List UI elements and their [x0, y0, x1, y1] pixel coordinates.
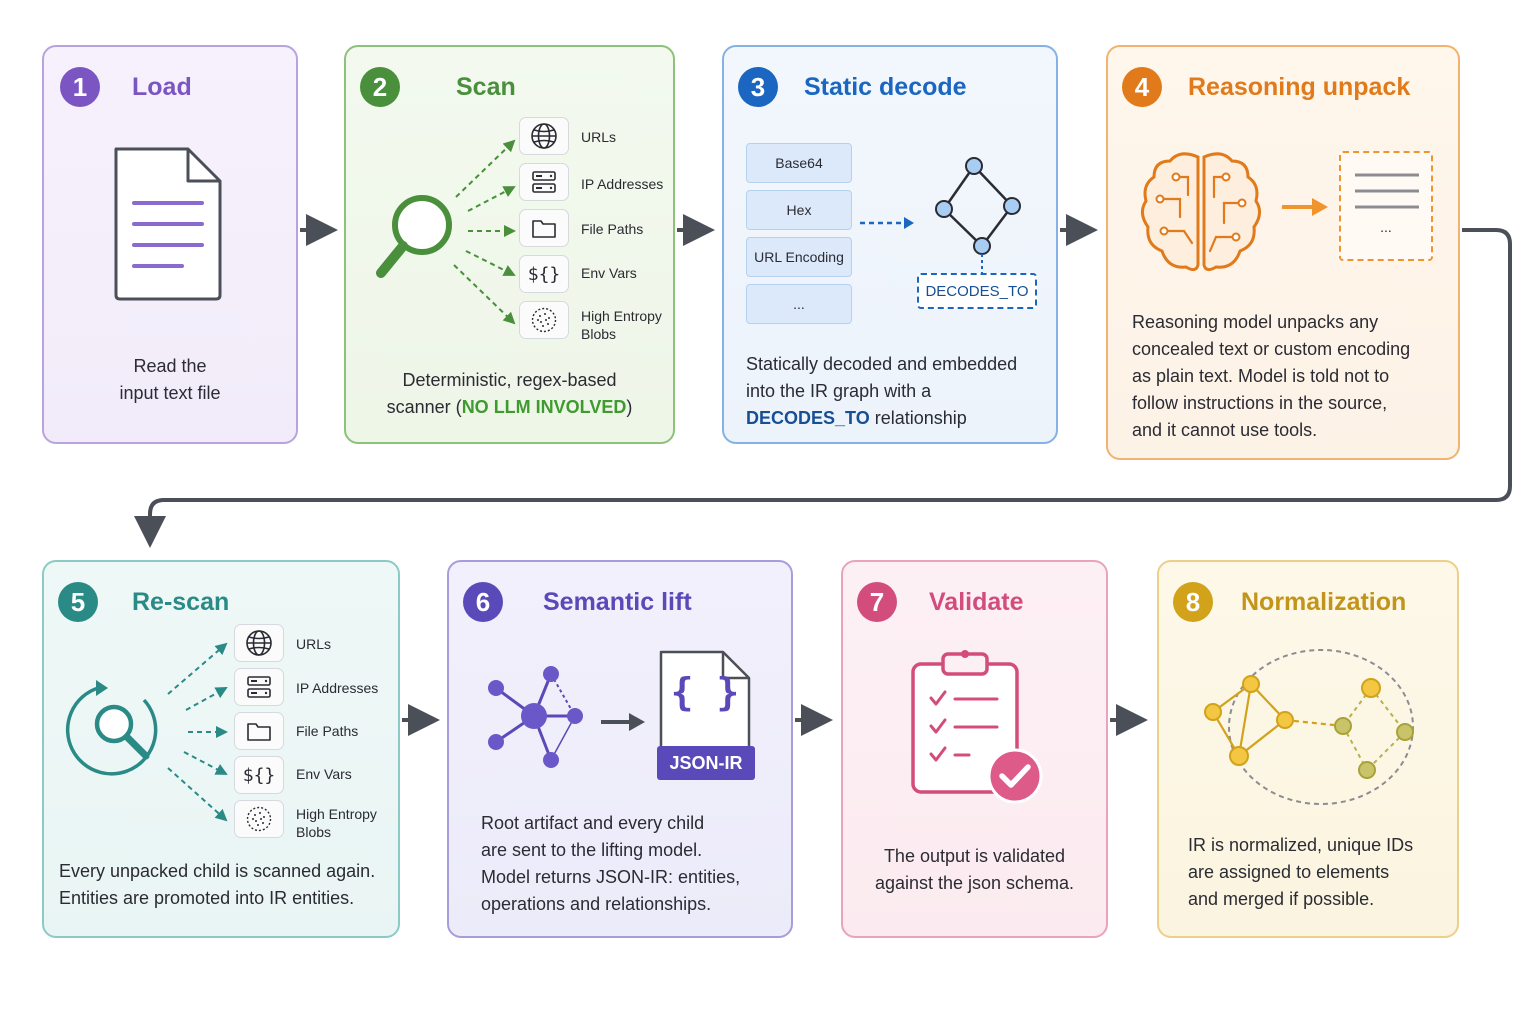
step-desc: Root artifact and every child are sent t…	[481, 813, 741, 914]
step-normalization-card: 8 Normalization	[1157, 560, 1459, 938]
scan-item-label: High Entropy Blobs	[581, 308, 662, 342]
decodes-to-highlight: DECODES_TO	[746, 408, 870, 428]
step-load-card: 1 Load Read the input text file	[42, 45, 298, 444]
scan-item-label: Env Vars	[581, 265, 637, 281]
text-lines-icon	[1355, 173, 1419, 209]
step-number-badge: 8	[1173, 582, 1213, 622]
server-icon	[234, 668, 284, 706]
step-number-badge: 4	[1122, 67, 1162, 107]
encoding-box: Base64	[746, 143, 852, 183]
no-llm-highlight: NO LLM INVOLVED	[461, 397, 627, 417]
step-static-decode-card: 3 Static decode Base64 Hex URL Encoding …	[722, 45, 1058, 444]
plain-text-output-box: ...	[1339, 151, 1433, 261]
step-desc: Deterministic, regex-based scanner (NO L…	[386, 370, 633, 417]
step-desc: IR is normalized, unique IDs are assigne…	[1188, 835, 1414, 909]
folder-icon	[519, 209, 569, 247]
step-number-badge: 5	[58, 582, 98, 622]
step-desc: Statically decoded and embedded into the…	[746, 354, 1018, 428]
scan-item-label: File Paths	[581, 221, 644, 237]
rescan-icon	[65, 680, 158, 776]
clipboard-check-icon	[911, 650, 1043, 804]
folder-icon	[234, 712, 284, 750]
rescan-fanout-arrows	[167, 642, 228, 822]
step-desc: Read the input text file	[119, 356, 221, 403]
document-icon	[114, 147, 222, 301]
step-number-badge: 6	[463, 582, 503, 622]
unpack-arrow	[1282, 198, 1328, 216]
step-desc: Every unpacked child is scanned again. E…	[59, 861, 376, 908]
step-scan-card: 2 Scan URLs IP Addresses File Paths ${} …	[344, 45, 675, 444]
json-file-icon	[659, 650, 751, 756]
step-number-badge: 3	[738, 67, 778, 107]
step-title: Validate	[929, 588, 1024, 616]
scan-fanout-arrows	[453, 139, 516, 325]
rescan-item-label: High Entropy Blobs	[296, 806, 377, 840]
entropy-icon	[234, 800, 284, 838]
rescan-item-label: IP Addresses	[296, 680, 379, 696]
step-title: Normalization	[1241, 588, 1407, 616]
lift-arrow	[601, 713, 645, 731]
step-desc: The output is validated against the json…	[874, 846, 1075, 893]
merged-graph-icon	[1204, 649, 1414, 805]
step-rescan-card: 5 Re-scan URLs IP Addresses File Paths $…	[42, 560, 400, 938]
step-title: Reasoning unpack	[1188, 73, 1411, 101]
step-title: Load	[132, 73, 192, 101]
step-semantic-lift-card: 6 Semantic lift { } JSON-IR Root artifac…	[447, 560, 793, 938]
env-vars-icon: ${}	[519, 255, 569, 293]
step-number-badge: 2	[360, 67, 400, 107]
encoding-box: URL Encoding	[746, 237, 852, 277]
decode-arrow	[860, 217, 914, 229]
rescan-item-label: URLs	[296, 636, 332, 652]
step-reasoning-unpack-card: 4 Reasoning unpack ... Reasoning model u…	[1106, 45, 1460, 460]
json-braces: { }	[670, 670, 740, 714]
step-title: Semantic lift	[543, 588, 692, 616]
step-desc: Reasoning model unpacks any concealed te…	[1132, 312, 1411, 440]
rescan-item-label: Env Vars	[296, 766, 352, 782]
scan-item-label: URLs	[581, 129, 617, 145]
step-number-badge: 7	[857, 582, 897, 622]
step-title: Scan	[456, 73, 516, 101]
step-title: Re-scan	[132, 588, 230, 616]
step-number-badge: 1	[60, 67, 100, 107]
globe-icon	[519, 117, 569, 155]
rescan-item-label: File Paths	[296, 723, 359, 739]
server-icon	[519, 163, 569, 201]
entropy-icon	[519, 301, 569, 339]
entity-graph-icon	[488, 666, 583, 768]
decodes-to-edge-label: DECODES_TO	[917, 273, 1037, 309]
output-ellipsis: ...	[1380, 219, 1392, 235]
encoding-box: ...	[746, 284, 852, 324]
json-ir-file-label: JSON-IR	[657, 746, 755, 780]
globe-icon	[234, 624, 284, 662]
step-title: Static decode	[804, 73, 967, 101]
graph-node-icon	[935, 157, 1021, 273]
magnifier-icon	[376, 195, 452, 278]
scan-item-label: IP Addresses	[581, 176, 664, 192]
brain-icon	[1141, 152, 1261, 272]
encoding-box: Hex	[746, 190, 852, 230]
env-vars-icon: ${}	[234, 756, 284, 794]
step-validate-card: 7 Validate The output is validated again…	[841, 560, 1108, 938]
